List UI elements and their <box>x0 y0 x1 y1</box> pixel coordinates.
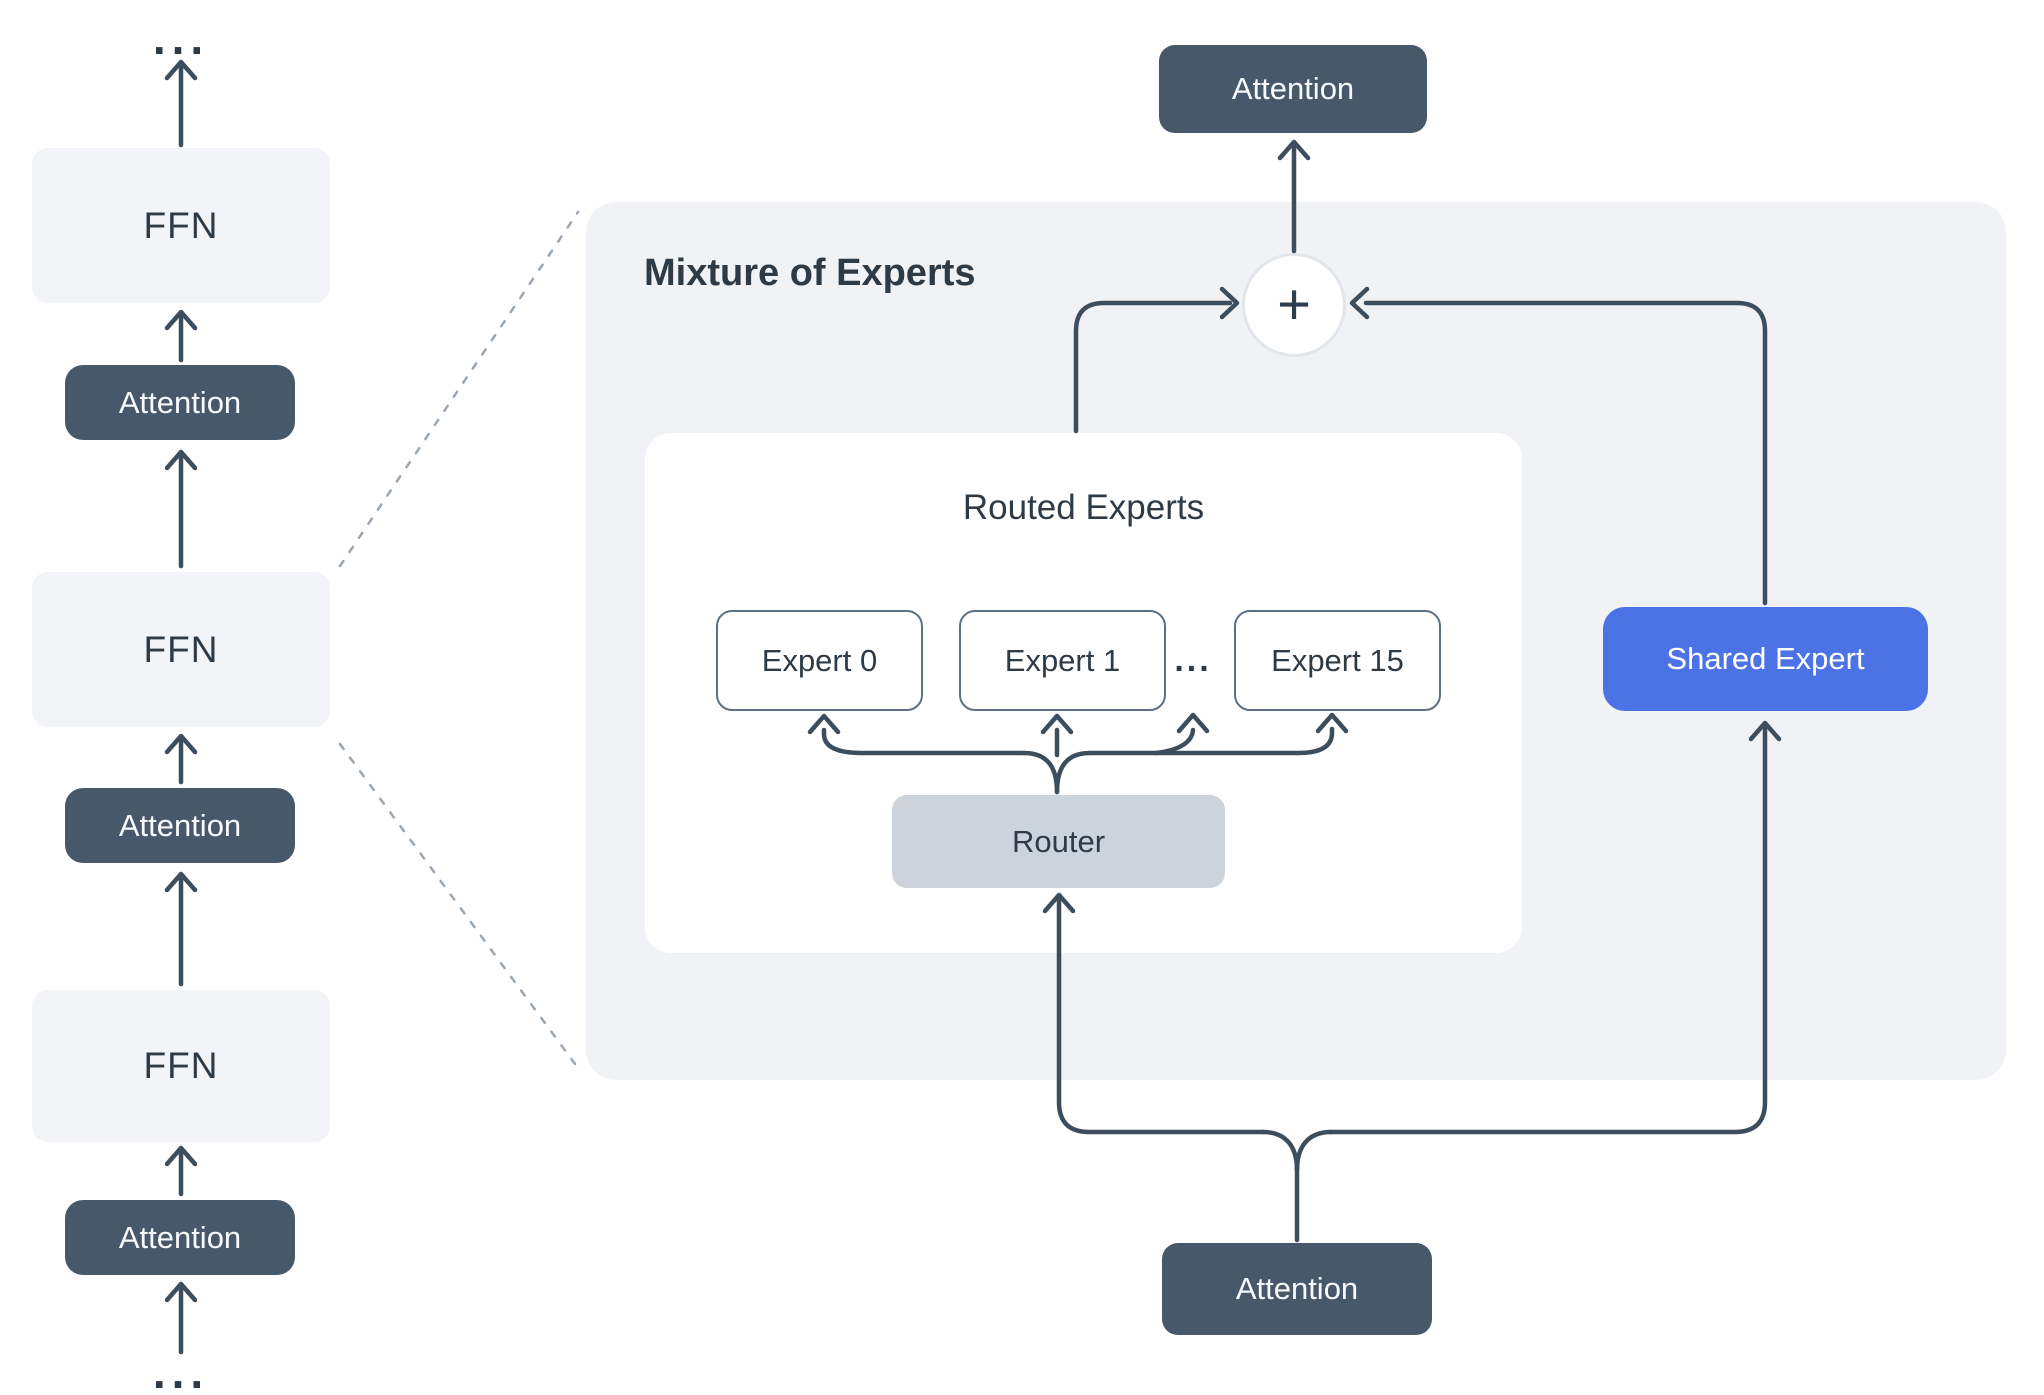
ffn-block-3: FFN <box>32 990 330 1142</box>
attention-block-3: Attention <box>65 1200 295 1275</box>
routed-experts-title: Routed Experts <box>962 488 1205 527</box>
sum-node: + <box>1242 253 1346 357</box>
stack-ellipsis-bottom: ... <box>152 1346 210 1395</box>
zoom-guide-top-dotted-line <box>338 210 580 568</box>
router-box: Router <box>892 795 1225 888</box>
expert-1-box: Expert 1 <box>959 610 1166 711</box>
attention-output-box: Attention <box>1159 45 1427 133</box>
stack-ellipsis-top: ... <box>152 12 210 64</box>
moe-panel-title: Mixture of Experts <box>644 251 976 294</box>
experts-ellipsis: ... <box>1174 641 1212 679</box>
attention-block-2: Attention <box>65 788 295 863</box>
zoom-guide-bottom-dotted-line <box>338 742 580 1070</box>
expert-0-box: Expert 0 <box>716 610 923 711</box>
attention-block-1: Attention <box>65 365 295 440</box>
shared-expert-box: Shared Expert <box>1603 607 1928 711</box>
ffn-block-2: FFN <box>32 572 330 727</box>
expert-15-box: Expert 15 <box>1234 610 1441 711</box>
ffn-block-1: FFN <box>32 148 330 303</box>
attention-input-box: Attention <box>1162 1243 1432 1335</box>
sum-to-attention-arrowhead <box>1277 139 1311 161</box>
